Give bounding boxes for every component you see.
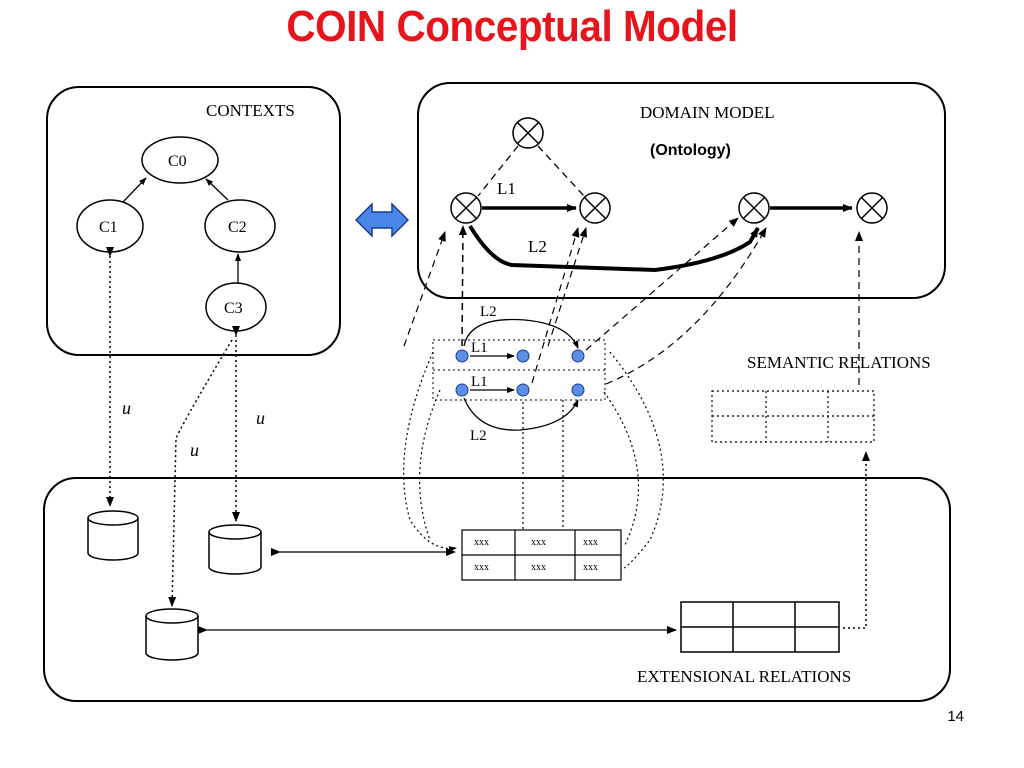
semantic-relations-table	[711, 390, 875, 443]
context-c3-label: C3	[224, 300, 243, 317]
semantic-type-node	[738, 192, 770, 224]
mapping-u-label: u	[122, 398, 131, 418]
context-c0	[141, 136, 219, 184]
semantic-type-node	[856, 192, 888, 224]
semantic-object-node	[455, 349, 585, 397]
context-c1-label: C1	[99, 219, 118, 236]
context-c2	[204, 199, 276, 253]
semantic-type-node	[579, 192, 611, 224]
page-number: 14	[947, 708, 964, 725]
mapping-u-label: u	[190, 440, 199, 460]
link-l1-label: L1	[471, 340, 488, 356]
link-l1-label: L1	[471, 374, 488, 390]
xxx-cell: xxx	[531, 537, 546, 548]
context-c2-label: C2	[228, 219, 247, 236]
extensional-relations-table	[680, 601, 840, 653]
extensional-relations-label: EXTENSIONAL RELATIONS	[637, 667, 851, 686]
slide-title: COIN Conceptual Model	[286, 2, 738, 51]
database-icon	[145, 608, 199, 661]
xxx-cell: xxx	[583, 537, 598, 548]
link-l1-label: L1	[497, 179, 516, 198]
data-sources-panel	[43, 477, 951, 702]
xxx-cell: xxx	[474, 537, 489, 548]
semantic-type-node	[512, 117, 544, 149]
link-l2-label: L2	[528, 237, 547, 256]
contexts-panel	[46, 86, 341, 356]
mapping-u-label: u	[256, 408, 265, 428]
domain-model-label: DOMAIN MODEL	[640, 103, 775, 122]
contexts-label: CONTEXTS	[206, 101, 295, 120]
semantic-relations-label: SEMANTIC RELATIONS	[747, 353, 931, 372]
context-c0-label: C0	[168, 153, 187, 170]
domain-model-panel	[417, 82, 946, 299]
xxx-cell: xxx	[474, 562, 489, 573]
bidirectional-arrow-icon	[354, 202, 410, 238]
xxx-cell: xxx	[531, 562, 546, 573]
database-icon	[87, 510, 139, 561]
link-l2-label: L2	[480, 304, 497, 320]
source-relation-table	[461, 529, 622, 581]
ontology-label: (Ontology)	[650, 142, 731, 159]
database-icon	[208, 524, 262, 575]
semantic-type-node	[450, 192, 482, 224]
xxx-cell: xxx	[583, 562, 598, 573]
link-l2-label: L2	[470, 428, 487, 444]
